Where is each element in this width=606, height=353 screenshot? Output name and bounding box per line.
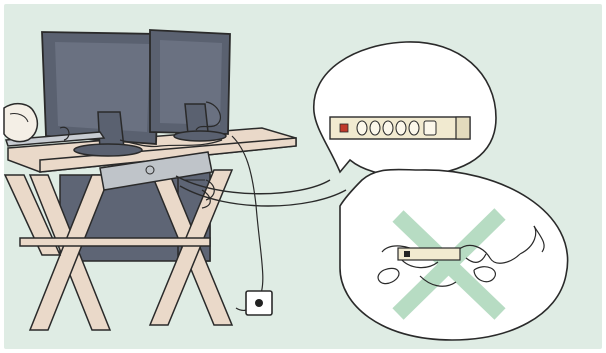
power-strip-outlets <box>356 120 437 136</box>
power-strip-endcap <box>455 116 471 140</box>
desk-legs <box>3 169 234 331</box>
bubble-mounted-strip <box>313 41 497 177</box>
mounted-power-strip <box>99 151 213 191</box>
cross-marker <box>392 208 506 320</box>
monitor-right <box>149 29 231 142</box>
callout-connector <box>175 175 347 207</box>
floor-power-strip <box>397 247 461 261</box>
desk-top <box>7 127 297 173</box>
power-switch <box>339 123 349 133</box>
hand <box>3 102 39 143</box>
bubble-floor-strip <box>339 168 569 341</box>
wall-socket <box>245 290 273 316</box>
monitor-left <box>41 31 161 157</box>
